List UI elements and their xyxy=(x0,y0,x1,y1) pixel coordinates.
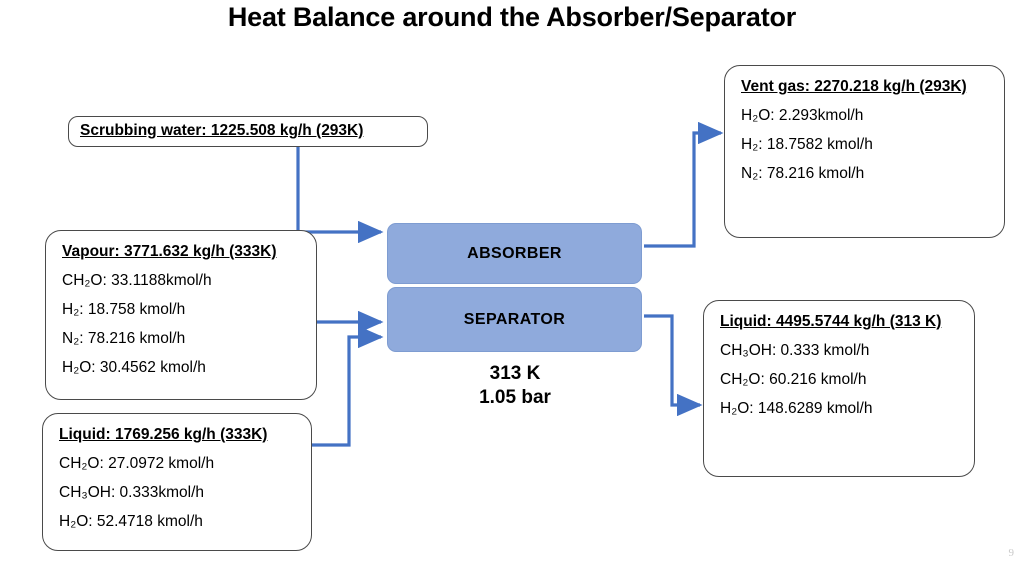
page-title: Heat Balance around the Absorber/Separat… xyxy=(227,2,797,32)
stream-box-liquid-product: Liquid: 4495.5744 kg/h (313 K) CH₃OH: 0.… xyxy=(703,300,975,477)
stream-component: H₂: 18.7582 kmol/h xyxy=(741,136,873,153)
stream-component: H₂O: 52.4718 kmol/h xyxy=(59,513,203,530)
stream-component: CH₂O: 27.0972 kmol/h xyxy=(59,455,215,472)
stream-component: N₂: 78.216 kmol/h xyxy=(741,165,865,182)
operating-conditions: 313 K 1.05 bar xyxy=(388,362,642,411)
stream-box-scrubbing-water: Scrubbing water: 1225.508 kg/h (293K) xyxy=(68,116,428,147)
arrow-absorber-to-vent-gas xyxy=(644,121,724,248)
stream-component: CH₂O: 33.1188kmol/h xyxy=(62,272,212,289)
stream-component: H₂O: 2.293kmol/h xyxy=(741,107,864,124)
arrow-separator-to-liquid-product xyxy=(644,314,703,417)
unit-block-separator[interactable]: SEPARATOR xyxy=(387,287,642,352)
unit-block-absorber-label: ABSORBER xyxy=(467,244,562,262)
stream-component: N₂: 78.216 kmol/h xyxy=(62,330,186,347)
stream-heading-vent-gas: Vent gas: 2270.218 kg/h (293K) xyxy=(741,78,967,95)
stream-component: H₂: 18.758 kmol/h xyxy=(62,301,186,318)
unit-block-absorber[interactable]: ABSORBER xyxy=(387,223,642,284)
stream-heading-vapour-feed: Vapour: 3771.632 kg/h (333K) xyxy=(62,243,277,260)
stream-box-vapour-feed: Vapour: 3771.632 kg/h (333K) CH₂O: 33.11… xyxy=(45,230,317,400)
stream-component: CH₃OH: 0.333kmol/h xyxy=(59,484,205,501)
stream-heading-scrubbing-water: Scrubbing water: 1225.508 kg/h (293K) xyxy=(80,122,364,139)
corner-page-number: 9 xyxy=(1008,547,1015,559)
stream-component: CH₃OH: 0.333 kmol/h xyxy=(720,342,870,359)
unit-block-separator-label: SEPARATOR xyxy=(463,310,566,328)
stream-heading-liquid-product: Liquid: 4495.5744 kg/h (313 K) xyxy=(720,313,942,330)
condition-temperature: 313 K xyxy=(489,363,541,384)
arrow-scrubbing-water-to-absorber xyxy=(296,147,384,244)
stream-component: H₂O: 30.4562 kmol/h xyxy=(62,359,206,376)
condition-pressure: 1.05 bar xyxy=(479,387,551,409)
stream-box-vent-gas: Vent gas: 2270.218 kg/h (293K) H₂O: 2.29… xyxy=(724,65,1005,238)
stream-component: H₂O: 148.6289 kmol/h xyxy=(720,400,873,417)
stream-heading-liquid-feed: Liquid: 1769.256 kg/h (333K) xyxy=(59,426,268,443)
stream-box-liquid-feed: Liquid: 1769.256 kg/h (333K) CH₂O: 27.09… xyxy=(42,413,312,551)
stream-component: CH₂O: 60.216 kmol/h xyxy=(720,371,867,388)
arrow-liquid-feed-to-separator xyxy=(312,325,384,447)
